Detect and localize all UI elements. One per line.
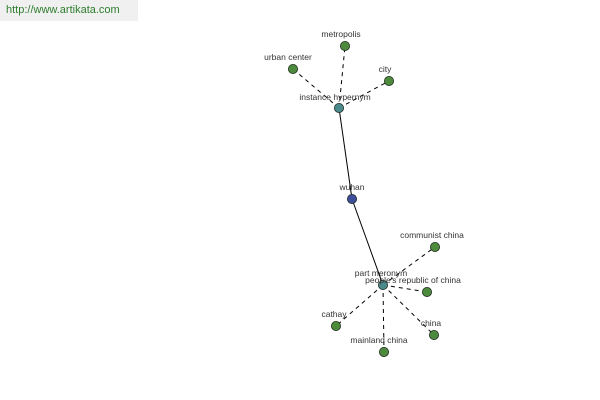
node-label-cathay[interactable]: cathay <box>321 309 347 319</box>
node-metropolis[interactable] <box>339 41 350 52</box>
node-city[interactable] <box>383 76 394 87</box>
node-instance-hypernym[interactable] <box>333 103 344 114</box>
edge-wuhan-to-instance-hypernym <box>338 107 353 200</box>
edge-instance-hypernym-to-urban-center <box>292 68 340 109</box>
node-mainland-china[interactable] <box>378 346 389 357</box>
node-cathay[interactable] <box>330 320 341 331</box>
node-china[interactable] <box>428 329 439 340</box>
edge-part-meronym-to-communist-china <box>382 246 436 286</box>
edge-wuhan-to-part-meronym <box>351 198 384 286</box>
edge-part-meronym-to-mainland-china <box>382 284 385 353</box>
node-peoples-republic-of-china[interactable] <box>421 286 432 297</box>
node-communist-china[interactable] <box>429 241 440 252</box>
node-label-instance-hypernym[interactable]: instance hypernym <box>299 92 370 102</box>
nodes-layer <box>287 41 440 357</box>
edge-part-meronym-to-china <box>382 284 435 336</box>
node-label-peoples-republic-of-china[interactable]: people's republic of china <box>365 275 461 285</box>
node-label-communist-china[interactable]: communist china <box>400 230 464 240</box>
node-label-china[interactable]: china <box>421 318 442 328</box>
edge-instance-hypernym-to-metropolis <box>338 45 346 109</box>
node-label-mainland-china[interactable]: mainland china <box>350 335 407 345</box>
node-wuhan[interactable] <box>346 193 357 204</box>
node-label-wuhan[interactable]: wuhan <box>338 182 364 192</box>
node-label-metropolis[interactable]: metropolis <box>321 29 360 39</box>
edge-instance-hypernym-to-city <box>338 80 390 109</box>
edges-layer <box>292 45 436 353</box>
node-label-part-meronym[interactable]: part meronym <box>355 268 407 278</box>
node-urban-center[interactable] <box>287 64 298 75</box>
site-url-banner[interactable]: http://www.artikata.com <box>0 0 138 21</box>
node-label-city[interactable]: city <box>379 64 393 74</box>
labels-layer: wuhan instance hypernym part meronym metrop… <box>264 29 464 345</box>
node-part-meronym[interactable] <box>377 279 388 290</box>
edge-part-meronym-to-cathay <box>335 284 384 327</box>
node-label-urban-center[interactable]: urban center <box>264 52 312 62</box>
